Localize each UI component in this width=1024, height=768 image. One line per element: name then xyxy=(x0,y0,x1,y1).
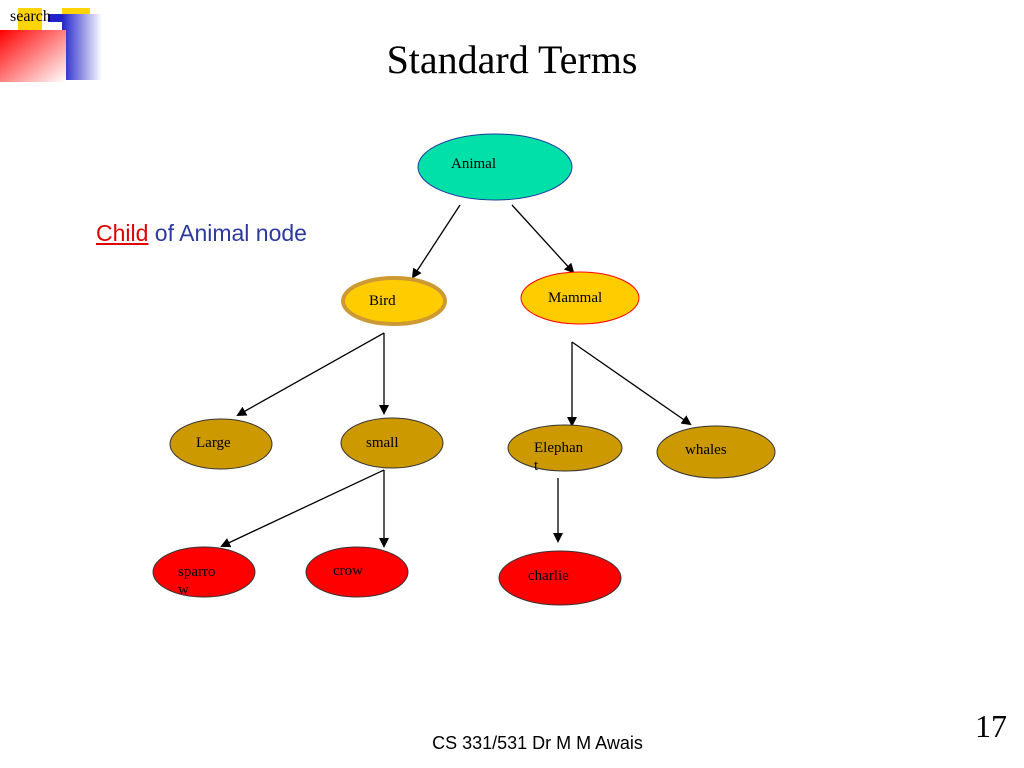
node-small-label: small xyxy=(366,435,399,451)
edge-mammal-whales xyxy=(571,341,692,426)
node-charlie-label: charlie xyxy=(528,568,569,584)
caption-rest: of Animal node xyxy=(148,220,307,246)
footer-credit: CS 331/531 Dr M M Awais xyxy=(432,733,643,753)
corner-logo xyxy=(0,8,102,82)
caption: Child of Animal node xyxy=(96,220,307,247)
corner-label: search xyxy=(10,8,51,25)
node-animal: Animal xyxy=(417,133,573,201)
node-large: Large xyxy=(169,418,273,470)
slide-title: Standard Terms xyxy=(386,37,638,82)
node-small: small xyxy=(340,417,444,469)
edge-animal-mammal xyxy=(511,204,575,274)
node-large-label: Large xyxy=(196,435,231,451)
edge-bird-large xyxy=(236,332,385,416)
node-animal-label: Animal xyxy=(451,156,496,172)
node-whales: whales xyxy=(656,425,776,479)
caption-highlight: Child xyxy=(96,220,149,246)
edge-animal-bird xyxy=(411,204,461,279)
node-elephant-label-1: Elephan xyxy=(534,440,584,456)
node-sparrow-label-2: w xyxy=(178,582,189,598)
node-elephant-label-2: t xyxy=(534,458,539,474)
node-bird: Bird xyxy=(341,276,447,326)
node-crow: crow xyxy=(305,546,409,598)
node-charlie: charlie xyxy=(498,550,622,606)
node-sparrow: sparro w xyxy=(152,546,256,598)
edge-small-sparrow xyxy=(220,469,385,548)
node-mammal-label: Mammal xyxy=(548,290,602,306)
node-mammal: Mammal xyxy=(520,271,640,325)
page-number: 17 xyxy=(975,708,1007,744)
node-crow-label: crow xyxy=(333,563,363,579)
node-sparrow-label-1: sparro xyxy=(178,564,216,580)
node-elephant: Elephan t xyxy=(507,424,623,474)
node-whales-label: whales xyxy=(685,442,727,458)
node-bird-label: Bird xyxy=(369,293,396,309)
